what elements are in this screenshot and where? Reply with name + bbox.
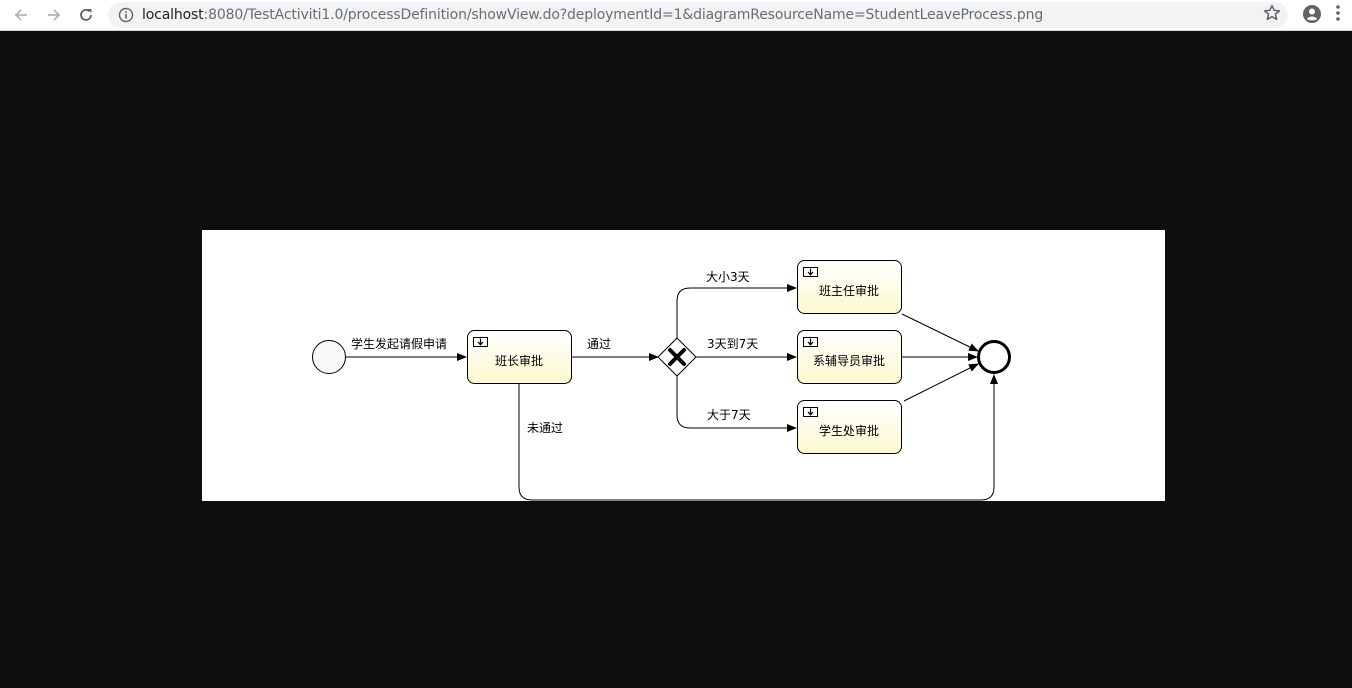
task-head-teacher-approval[interactable]: 班主任审批 (797, 260, 902, 314)
end-event[interactable] (977, 340, 1011, 374)
url-text[interactable]: localhost:8080/TestActiviti1.0/processDe… (142, 2, 1043, 28)
task-label: 班主任审批 (819, 283, 879, 298)
task-label: 系辅导员审批 (813, 353, 885, 368)
account-icon[interactable] (1301, 3, 1323, 25)
task-label: 学生处审批 (819, 423, 879, 438)
url-host: localhost (142, 7, 204, 23)
forward-button[interactable] (41, 2, 67, 28)
flow-gateway-to-head-teacher (676, 284, 797, 338)
back-button[interactable] (8, 2, 34, 28)
arrow-left-icon (14, 9, 27, 21)
more-menu-icon[interactable] (1334, 3, 1342, 23)
bookmark-star-icon[interactable] (1262, 3, 1282, 23)
task-label: 班长审批 (495, 353, 543, 368)
flow-label-gt7: 大于7天 (707, 408, 751, 422)
exclusive-gateway[interactable] (657, 337, 697, 377)
flow-label-pass: 通过 (587, 337, 611, 351)
flow-label-reject: 未通过 (527, 421, 563, 435)
address-bar[interactable]: localhost:8080/TestActiviti1.0/processDe… (108, 2, 1288, 28)
flow-head-teacher-to-end (901, 313, 979, 352)
process-diagram-image: 学生发起请假申请 班长审批 通过 大小3天 3天到7天 大于7天 (202, 230, 1165, 501)
flow-label-lt3: 大小3天 (706, 270, 750, 284)
flow-label-start: 学生发起请假申请 (351, 336, 447, 351)
process-diagram: 学生发起请假申请 班长审批 通过 大小3天 3天到7天 大于7天 (312, 260, 1011, 501)
close-icon (668, 348, 686, 366)
info-icon[interactable] (118, 7, 134, 23)
task-counselor-approval[interactable]: 系辅导员审批 (797, 330, 902, 384)
task-student-office-approval[interactable]: 学生处审批 (797, 400, 902, 454)
flow-label-mid: 3天到7天 (707, 337, 758, 351)
user-task-icon (803, 267, 818, 277)
start-event[interactable] (312, 340, 346, 374)
user-task-icon (473, 337, 488, 347)
user-task-icon (803, 407, 818, 417)
reload-icon (80, 9, 92, 21)
flow-student-office-to-end (903, 363, 979, 402)
arrow-right-icon (48, 9, 61, 21)
flow-gateway-to-student-office (676, 376, 797, 432)
task-monitor-approval[interactable]: 班长审批 (467, 330, 572, 384)
flow-monitor-reject-to-end (518, 374, 998, 501)
user-task-icon (803, 337, 818, 347)
url-path: :8080/TestActiviti1.0/processDefinition/… (203, 7, 1044, 23)
browser-toolbar: localhost:8080/TestActiviti1.0/processDe… (0, 0, 1352, 31)
reload-button[interactable] (73, 2, 99, 28)
